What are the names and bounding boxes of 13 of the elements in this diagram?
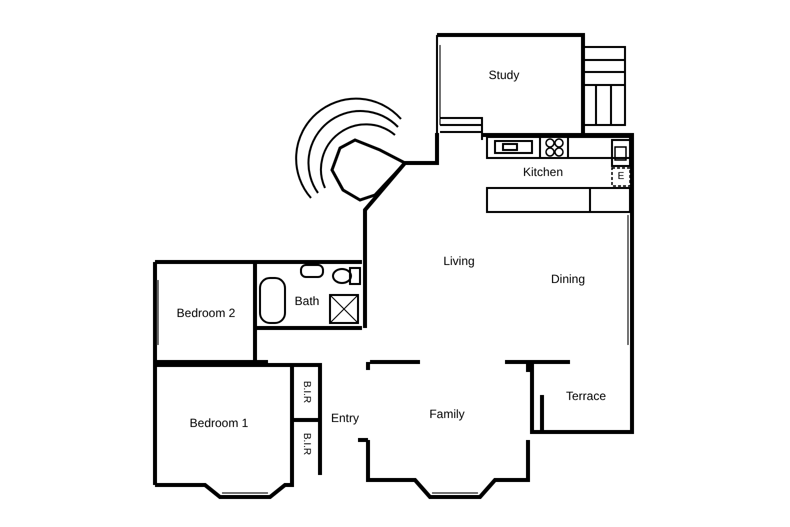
room-label: Kitchen bbox=[522, 166, 564, 178]
room-label: B.I.R bbox=[301, 380, 311, 404]
room-label: Family bbox=[429, 408, 465, 420]
room-label: Bedroom 1 bbox=[190, 417, 248, 429]
room-label: Terrace bbox=[566, 390, 606, 402]
room-label: B.I.R bbox=[301, 432, 311, 456]
room-label: Bedroom 2 bbox=[176, 307, 236, 319]
room-label: Dining bbox=[550, 273, 586, 285]
room-label: Study bbox=[488, 69, 520, 81]
room-label: Bath bbox=[294, 295, 320, 307]
room-label: Entry bbox=[331, 412, 359, 424]
appliance-label: E bbox=[618, 172, 624, 182]
room-label: Living bbox=[443, 255, 475, 267]
